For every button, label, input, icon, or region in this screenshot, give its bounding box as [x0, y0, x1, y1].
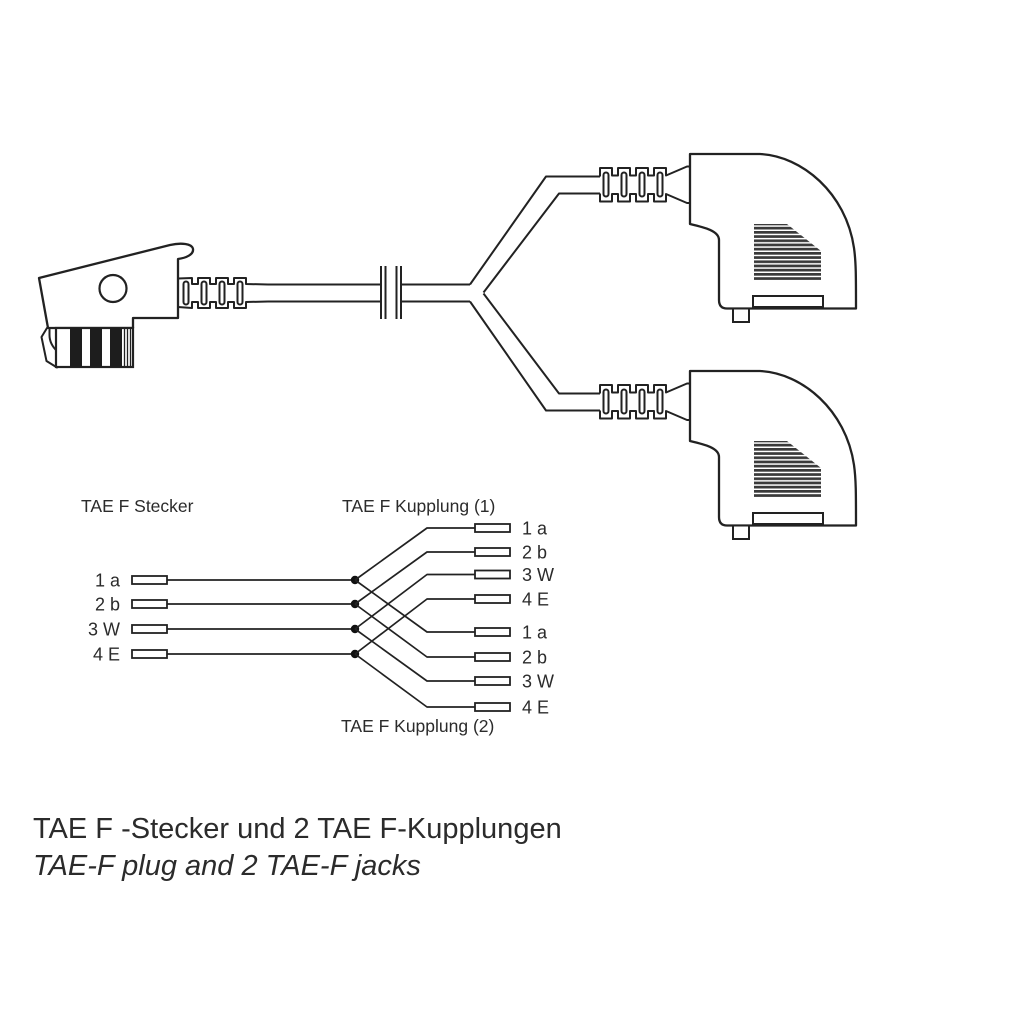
kupplung2-pin-label: 3 W: [522, 672, 554, 692]
plug-strain-relief: [177, 277, 269, 309]
stecker-pin-label: 4 E: [93, 645, 120, 665]
plug-hole: [98, 273, 128, 304]
stecker-pin-rows: 1 a 2 b 3 W 4 E: [88, 571, 360, 665]
kupplung2-pin-label: 1 a: [522, 623, 548, 643]
kupplung2-pin-label: 2 b: [522, 648, 547, 668]
kupplung1-pin-label: 2 b: [522, 543, 547, 563]
kupplung1-header: TAE F Kupplung (1): [342, 496, 495, 516]
wiring-wires: [354, 527, 475, 708]
kupplung1-pin-label: 3 W: [522, 565, 554, 585]
kupplung1-pin-label: 4 E: [522, 590, 549, 610]
kupplung2-pin-label: 4 E: [522, 698, 549, 718]
kupplung2-header: TAE F Kupplung (2): [341, 716, 494, 736]
kupplung1-pin-rows: 1 a 2 b 3 W 4 E: [474, 519, 554, 610]
cable: [268, 175, 600, 412]
kupplung2-pin-rows: 1 a 2 b 3 W 4 E: [474, 623, 554, 718]
tae-jack-2-drawing: [598, 369, 858, 541]
wiring-diagram: TAE F Stecker TAE F Kupplung (1) TAE F K…: [81, 496, 554, 736]
cable-break-marks: [380, 266, 402, 319]
tae-plug-drawing: [37, 242, 269, 369]
stecker-pin-label: 2 b: [95, 595, 120, 615]
caption-title-german: TAE F -Stecker und 2 TAE F-Kupplungen: [33, 813, 562, 845]
stecker-pin-label: 1 a: [95, 571, 121, 591]
plug-contacts: [54, 326, 135, 369]
plug-latch: [40, 327, 58, 369]
stecker-pin-label: 3 W: [88, 620, 120, 640]
kupplung1-pin-label: 1 a: [522, 519, 548, 539]
cable-y-split: [469, 175, 600, 412]
caption-title-english: TAE-F plug and 2 TAE-F jacks: [33, 850, 421, 882]
tae-jack-1-drawing: [598, 152, 858, 324]
stecker-header: TAE F Stecker: [81, 496, 194, 516]
caption: TAE F -Stecker und 2 TAE F-Kupplungen TA…: [33, 813, 562, 882]
